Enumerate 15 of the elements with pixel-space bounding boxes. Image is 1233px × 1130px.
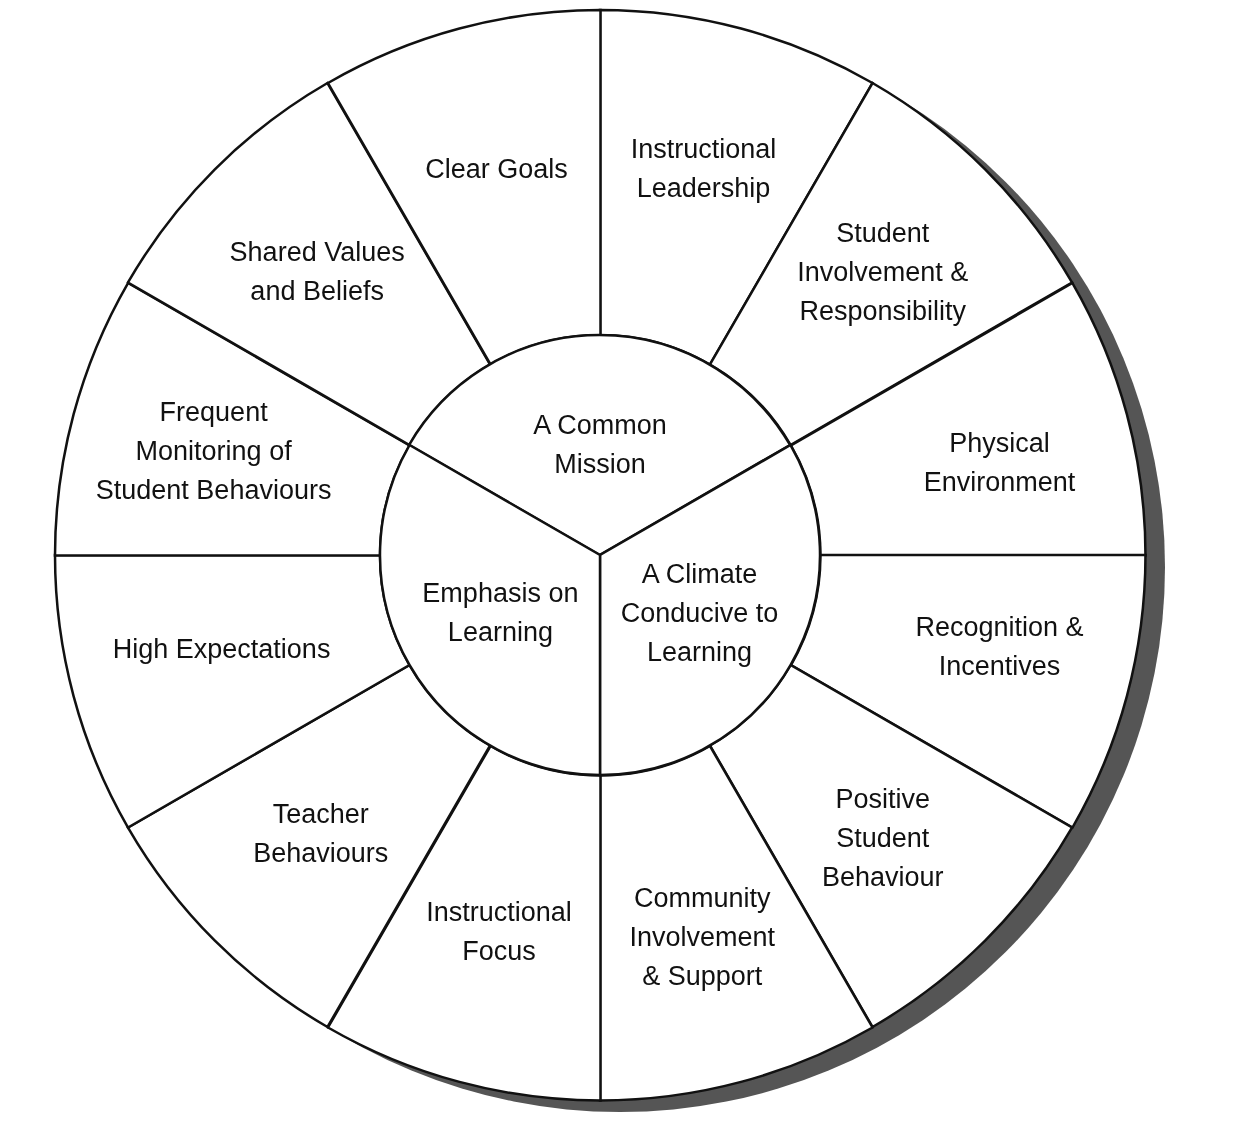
segment-label: High Expectations	[111, 632, 332, 666]
segment-label: Community Involvement & Support	[628, 881, 776, 993]
segment-label: Student Involvement & Responsibility	[796, 216, 970, 328]
segment-label: Frequent Monitoring of Student Behaviours	[94, 395, 333, 507]
hub-label: Emphasis on Learning	[421, 576, 580, 649]
segment-label: Positive Student Behaviour	[821, 782, 945, 894]
segment-label: Instructional Leadership	[629, 132, 778, 205]
segment-label: Recognition & Incentives	[914, 611, 1085, 684]
segment-label: Teacher Behaviours	[252, 798, 390, 871]
hub-label: A Climate Conducive to Learning	[619, 557, 780, 669]
segment-label: Shared Values and Beliefs	[228, 236, 406, 309]
hub-label: A Common Mission	[532, 409, 668, 481]
segment-label: Clear Goals	[424, 152, 569, 186]
segment-label: Instructional Focus	[425, 895, 573, 968]
segment-label: Physical Environment	[922, 426, 1077, 499]
